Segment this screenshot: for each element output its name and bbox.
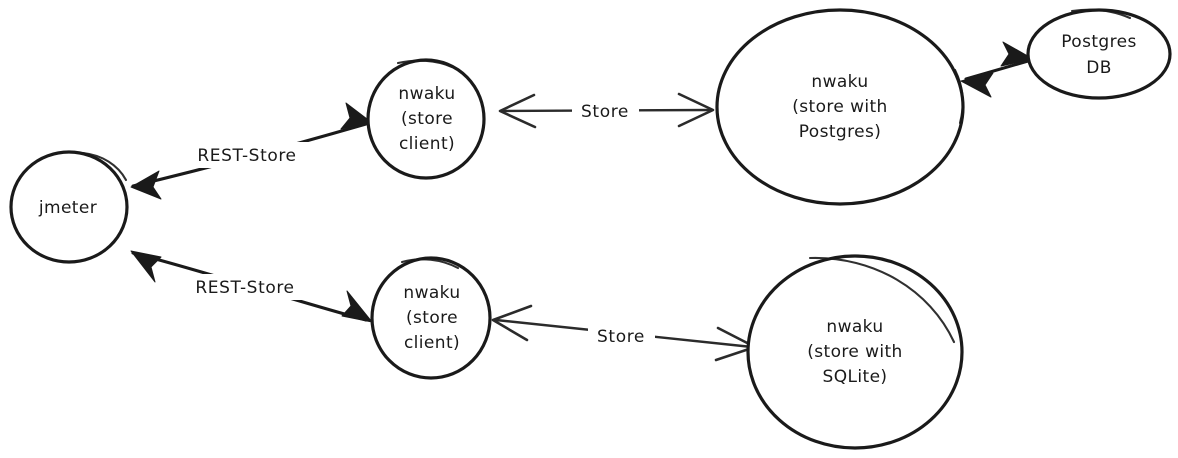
edge-client-top-to-postgres-node[interactable]: Store (498, 92, 715, 129)
node-label-line-2: (store with (792, 97, 888, 117)
node-label-line-3: SQLite) (823, 367, 888, 387)
node-shape-circle (370, 256, 492, 380)
node-label-line-2: (store (406, 308, 458, 328)
node-label-line-3: Postgres) (799, 122, 882, 142)
node-label-line-2: (store with (807, 342, 903, 362)
arrowhead-start (130, 250, 162, 283)
node-sketch-overstroke (953, 68, 964, 125)
node-label-line-1: nwaku (403, 283, 460, 303)
arrowhead-end (340, 102, 372, 130)
arrowhead-start (960, 72, 994, 98)
edge-jmeter-to-client-top[interactable]: REST-Store (130, 102, 372, 200)
node-label-line-1: Postgres (1061, 32, 1137, 52)
node-shape-circle (746, 254, 964, 450)
node-nwaku-store-client-top[interactable]: nwaku (store client) (366, 58, 486, 180)
node-nwaku-store-sqlite[interactable]: nwaku (store with SQLite) (746, 254, 964, 450)
edge-jmeter-to-client-bottom[interactable]: REST-Store (130, 250, 373, 323)
node-label-jmeter: jmeter (38, 198, 97, 218)
edge-postgres-node-to-db[interactable] (960, 41, 1034, 98)
edge-label-store-top: Store (581, 102, 629, 122)
arrowhead-start (498, 93, 537, 129)
node-jmeter[interactable]: jmeter (9, 150, 129, 264)
node-shape-ellipse (1026, 8, 1172, 100)
edge-label-backdrop (588, 324, 655, 348)
node-nwaku-store-client-bottom[interactable]: nwaku (store client) (370, 256, 492, 380)
edge-label-rest-store-bottom: REST-Store (195, 278, 294, 298)
edge-label-rest-store-top: REST-Store (197, 146, 296, 166)
node-sketch-overstroke (1070, 8, 1132, 20)
node-label-line-1: nwaku (811, 72, 868, 92)
node-label-line-1: nwaku (826, 317, 883, 337)
edge-line (964, 59, 1030, 81)
arrowhead-end (677, 92, 715, 128)
arrowhead-end (1000, 41, 1034, 67)
arrowhead-start (130, 170, 162, 200)
node-nwaku-store-postgres[interactable]: nwaku (store with Postgres) (715, 8, 965, 206)
node-shape-circle (9, 150, 129, 264)
arrowhead-start (491, 304, 533, 342)
node-sketch-overstroke (81, 151, 128, 182)
edge-label-backdrop (183, 142, 311, 168)
node-sketch-overstroke (808, 256, 956, 344)
edge-label-backdrop (572, 99, 639, 123)
edge-label-backdrop (181, 274, 309, 300)
node-label-line-3: client) (399, 134, 455, 154)
node-label-line-1: nwaku (398, 84, 455, 104)
node-label-line-2: (store (401, 109, 453, 129)
node-postgres-db[interactable]: Postgres DB (1026, 8, 1172, 100)
node-label-line-2: DB (1086, 58, 1112, 78)
arrowhead-end (341, 290, 373, 323)
node-sketch-overstroke (396, 59, 454, 69)
edge-label-store-bottom: Store (597, 327, 645, 347)
node-sketch-overstroke (400, 258, 460, 270)
node-label-line-3: client) (404, 333, 460, 353)
edge-client-bottom-to-sqlite-node[interactable]: Store (491, 304, 757, 362)
